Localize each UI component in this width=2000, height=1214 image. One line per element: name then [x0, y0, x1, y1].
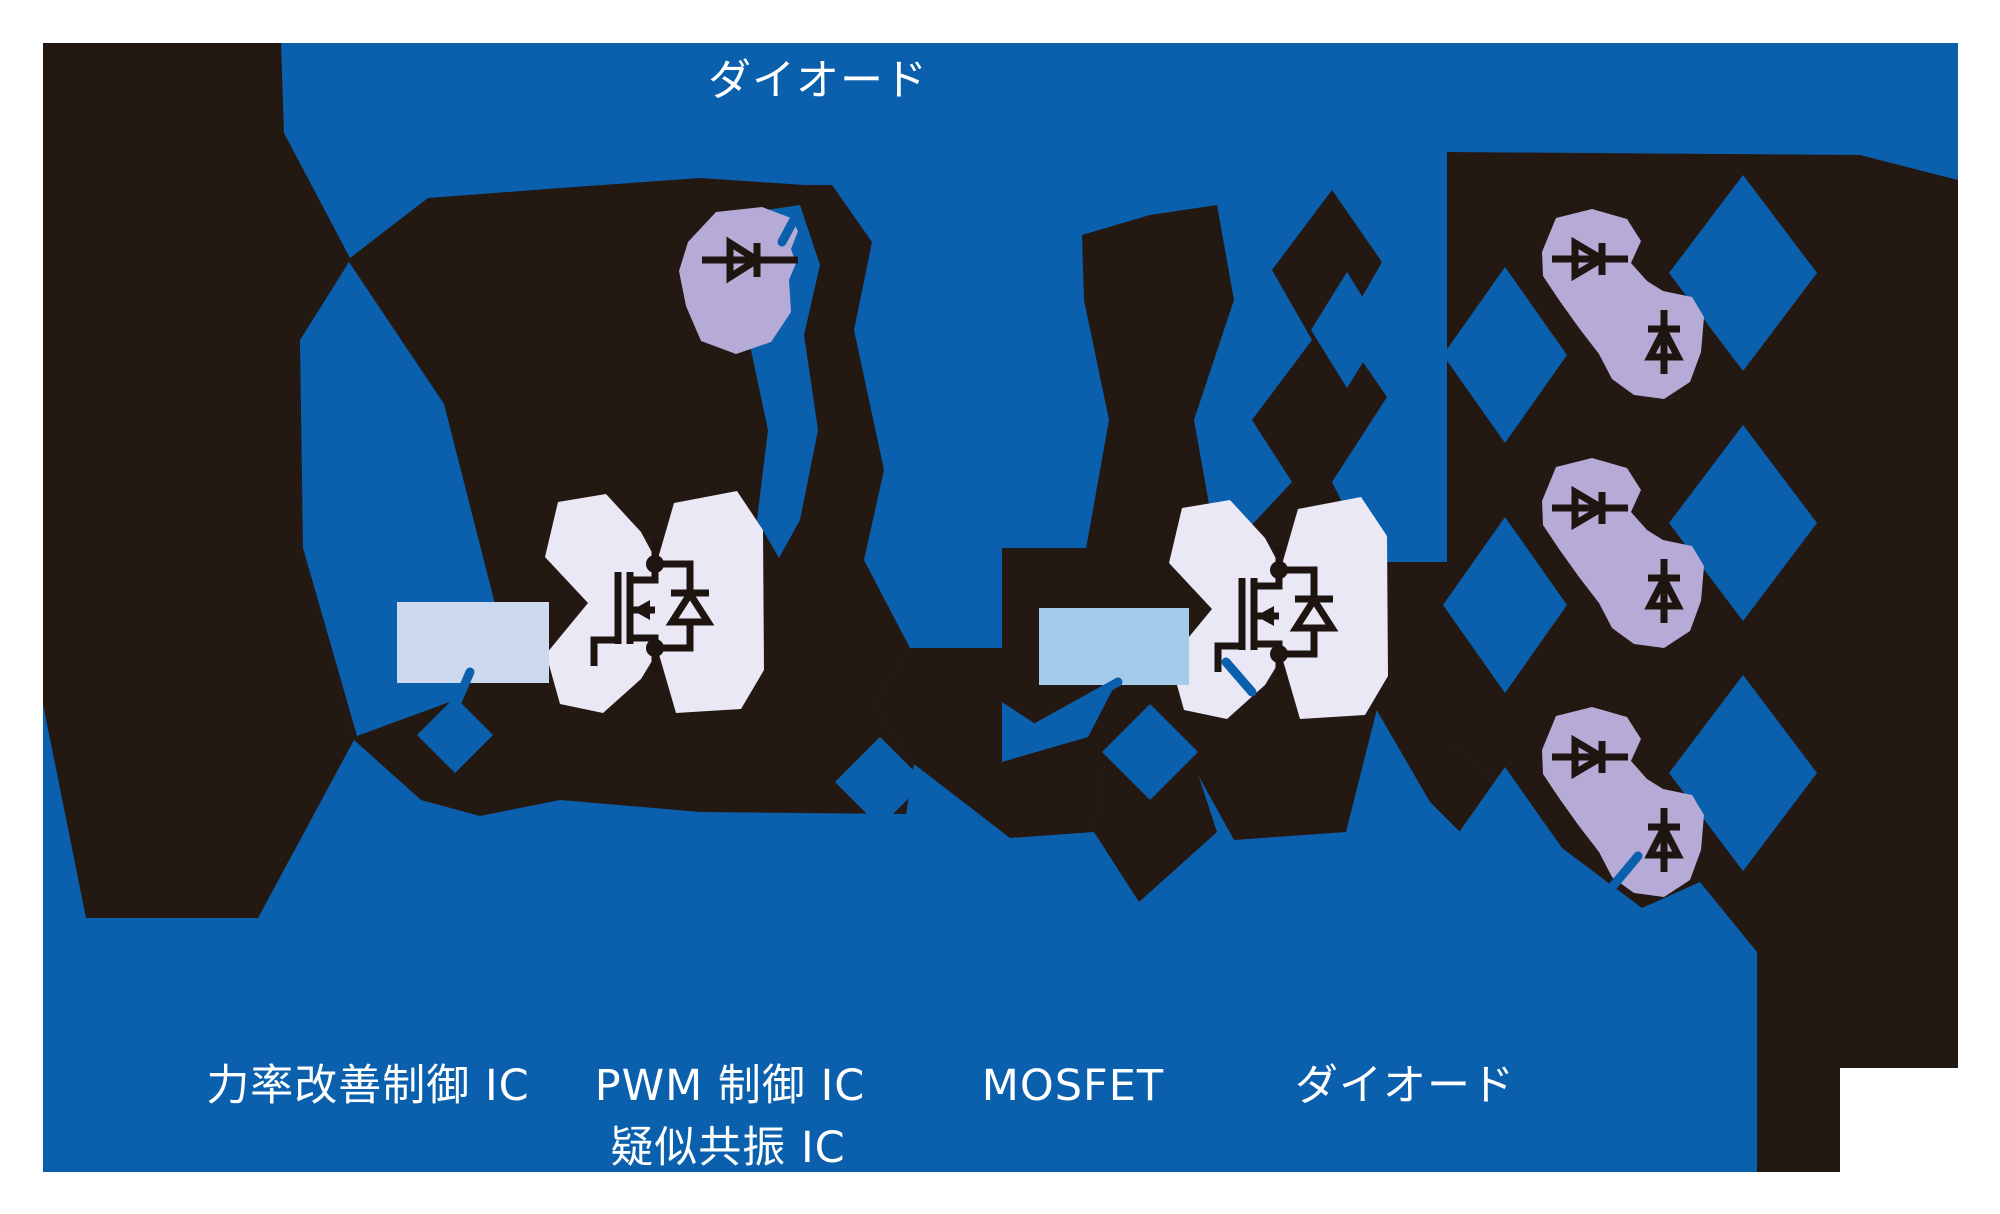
callout-pfc — [447, 667, 475, 719]
node-dot — [1270, 645, 1288, 663]
diode-pair-3 — [1552, 734, 1684, 872]
blue-diamond-lattice-b2 — [1669, 425, 1817, 621]
mosfet-bottom-rail — [655, 622, 694, 652]
mosfet-top-rail — [655, 560, 694, 593]
blob-right-base — [1447, 152, 1958, 1172]
mosfet-top-rail — [1279, 566, 1318, 599]
label-mosfet: MOSFET — [982, 1061, 1164, 1111]
callout-pwm — [1032, 677, 1123, 732]
highlight-top-diode — [679, 207, 798, 354]
blue-diamond-lattice-a2 — [1443, 517, 1567, 693]
blue-diamond-mid-right — [1311, 272, 1383, 388]
blue-diamond-bottom-1 — [835, 737, 925, 827]
h-diode-triangle — [1571, 485, 1609, 531]
mosfet-gate-lead — [590, 636, 618, 666]
diode-triangle — [726, 236, 764, 284]
callout-top-diode — [777, 209, 802, 247]
callout-mosfet — [1221, 657, 1257, 697]
gate-arrow-icon — [632, 600, 650, 620]
blob-left-column — [43, 43, 354, 918]
pwm-ic-box — [1039, 608, 1189, 685]
diagram-labels: ダイオード 力率改善制御 IC PWM 制御 IC 疑似共振 IC MOSFET… — [206, 56, 1515, 1173]
v-diode-triangle — [1644, 820, 1684, 859]
v-diode-triangle — [1644, 571, 1684, 610]
h-diode-triangle — [1571, 236, 1609, 282]
blue-diamond-lattice-b3 — [1669, 675, 1817, 871]
diode-pair-1 — [1552, 236, 1684, 374]
node-dot — [646, 639, 664, 657]
circuit-symbols — [590, 236, 1684, 872]
blue-diamond-lattice-b1 — [1669, 175, 1817, 371]
callout-diode — [1603, 851, 1643, 897]
diode-pair-2 — [1552, 485, 1684, 623]
node-dot — [646, 555, 664, 573]
label-top-diode: ダイオード — [708, 56, 928, 106]
node-dot — [1270, 561, 1288, 579]
blue-diamond-lattice-a3 — [1443, 767, 1567, 943]
mosfet-bottom-rail — [1279, 628, 1318, 658]
diode-symbol-top — [702, 236, 798, 284]
mosfet-gate-lead — [1214, 642, 1242, 672]
white-corner-notch — [1840, 1068, 1960, 1174]
label-pwm-ic: PWM 制御 IC — [595, 1061, 866, 1111]
symbol-fills — [632, 555, 1288, 663]
callout-lines — [447, 209, 1643, 897]
label-pfc-ic: 力率改善制御 IC — [206, 1061, 529, 1111]
label-diode: ダイオード — [1295, 1061, 1515, 1111]
label-quasi-resonant-ic: 疑似共振 IC — [610, 1123, 845, 1173]
blue-diamond-lattice-a1 — [1443, 267, 1567, 443]
blue-diamond-under-pfc — [417, 697, 493, 773]
v-diode-triangle — [1644, 322, 1684, 361]
highlight-mosfet-1 — [545, 491, 764, 713]
h-diode-triangle — [1571, 734, 1609, 780]
blue-diamond-bottom-2 — [1102, 704, 1198, 800]
gate-arrow-icon — [1256, 606, 1274, 626]
